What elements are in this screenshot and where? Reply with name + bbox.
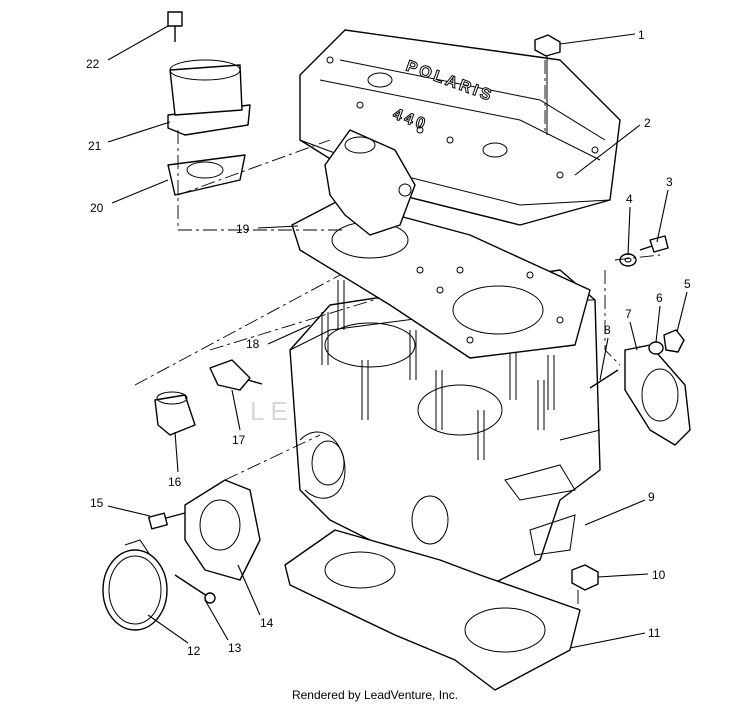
callout-22: 22 [86, 57, 100, 71]
callout-1: 1 [638, 28, 645, 42]
bolt [639, 235, 669, 253]
water-outlet [167, 59, 251, 136]
washer [619, 253, 637, 267]
cylinder-studs [321, 280, 555, 460]
callout-labels: 1 2 3 4 5 6 7 8 9 10 11 12 13 14 15 16 1… [86, 28, 691, 658]
clamp [102, 539, 168, 631]
flange-nut [571, 564, 599, 591]
callout-9: 9 [648, 490, 655, 504]
callout-7: 7 [625, 307, 632, 321]
rendered-by-credit: Rendered by LeadVenture, Inc. [291, 688, 459, 702]
assembly-lines [134, 60, 661, 610]
callout-18: 18 [246, 337, 260, 351]
lock-washer [648, 341, 664, 355]
callout-19: 19 [236, 222, 250, 236]
callout-21: 21 [88, 139, 102, 153]
fitting [154, 391, 196, 436]
outlet-gasket [167, 154, 246, 196]
stud [589, 369, 619, 389]
intake-manifold [184, 479, 261, 581]
cap-screw [148, 512, 186, 530]
exhaust-gasket [624, 344, 691, 446]
callout-13: 13 [228, 641, 242, 655]
callout-11: 11 [648, 626, 661, 640]
callout-12: 12 [187, 644, 201, 658]
callout-10: 10 [652, 568, 666, 582]
callout-15: 15 [90, 496, 104, 510]
callout-17: 17 [232, 433, 246, 447]
base-gasket [284, 529, 581, 691]
callout-3: 3 [666, 175, 673, 189]
callout-5: 5 [684, 277, 691, 291]
callout-16: 16 [168, 475, 182, 489]
temperature-sensor [209, 359, 263, 391]
nut-top [534, 34, 561, 135]
callout-2: 2 [644, 116, 651, 130]
leader-lines [107, 25, 688, 649]
callout-4: 4 [626, 192, 633, 206]
callout-14: 14 [260, 616, 274, 630]
screw [174, 574, 216, 604]
top-screw [167, 11, 183, 42]
thermostat-housing [324, 129, 416, 236]
callout-6: 6 [656, 291, 663, 305]
callout-20: 20 [90, 201, 104, 215]
callout-8: 8 [604, 323, 611, 337]
nut-small [663, 329, 685, 353]
